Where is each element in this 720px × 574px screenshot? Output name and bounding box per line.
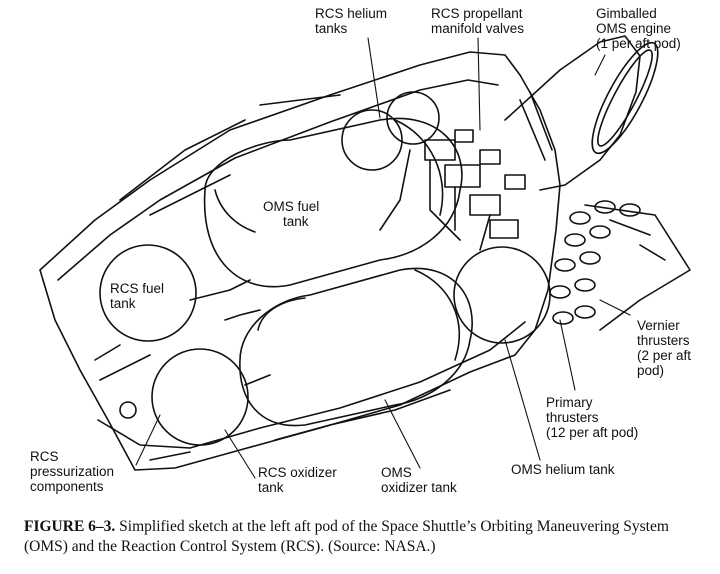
figure-caption: FIGURE 6–3. Simplified sketch at the lef… — [24, 517, 714, 557]
label-line: manifold valves — [431, 21, 525, 36]
label-line: (2 per aft — [637, 348, 692, 363]
label-line: (1 per aft pod) — [596, 36, 681, 51]
oms-fuel-tank — [205, 118, 462, 286]
label-line: OMS helium tank — [511, 462, 615, 477]
label-line: RCS fuel — [110, 281, 165, 296]
label-line: RCS helium — [315, 6, 388, 21]
label-line: thrusters — [637, 333, 690, 348]
figure-number: FIGURE 6–3. — [24, 518, 116, 535]
label-oms-oxidizer-tank: OMS oxidizer tank — [381, 465, 457, 495]
label-rcs-fuel-tank: RCS fuel tank — [110, 281, 164, 311]
label-gimballed-oms-engine: Gimballed OMS engine (1 per aft pod) — [596, 6, 681, 51]
label-oms-fuel-tank: OMS fuel tank — [263, 199, 319, 229]
label-line: tanks — [315, 21, 348, 36]
label-oms-helium-tank: OMS helium tank — [511, 462, 615, 477]
label-line: (12 per aft pod) — [546, 425, 639, 440]
manifold-valves — [380, 130, 525, 250]
oms-helium-tank — [454, 247, 550, 343]
label-line: Gimballed — [596, 6, 657, 21]
label-line: Vernier — [637, 318, 680, 333]
plumbing — [95, 95, 450, 460]
label-line: tank — [258, 480, 284, 495]
label-line: thrusters — [546, 410, 599, 425]
label-line: tank — [110, 296, 136, 311]
label-vernier-thrusters: Vernier thrusters (2 per aft pod) — [637, 318, 691, 378]
label-rcs-propellant-manifold: RCS propellant manifold valves — [431, 6, 524, 36]
label-line: pressurization — [30, 464, 115, 479]
rcs-helium-tanks — [342, 92, 439, 170]
label-rcs-pressurization: RCS pressurization components — [30, 449, 114, 494]
label-rcs-helium-tanks: RCS helium tanks — [315, 6, 387, 36]
rcs-fuel-tank — [100, 245, 250, 341]
oms-engine-nozzle — [505, 35, 669, 190]
label-primary-thrusters: Primary thrusters (12 per aft pod) — [546, 395, 638, 440]
oms-oxidizer-tank — [240, 268, 472, 425]
caption-text: Simplified sketch at the left aft pod of… — [24, 518, 669, 555]
label-line: Primary — [546, 395, 593, 410]
label-line: OMS — [381, 465, 412, 480]
label-line: OMS fuel — [263, 199, 320, 214]
label-line: tank — [283, 214, 309, 229]
leader-lines — [136, 38, 630, 478]
label-line: pod) — [637, 363, 665, 378]
thrusters — [550, 201, 690, 330]
label-line: OMS engine — [596, 21, 672, 36]
rcs-oxidizer-tank — [152, 349, 270, 445]
oms-rcs-pod-diagram — [0, 0, 720, 510]
label-line: RCS — [30, 449, 59, 464]
label-line: components — [30, 479, 104, 494]
pod-shell — [40, 52, 560, 470]
label-line: RCS propellant — [431, 6, 523, 21]
label-rcs-oxidizer-tank: RCS oxidizer tank — [258, 465, 337, 495]
label-line: RCS oxidizer — [258, 465, 337, 480]
label-line: oxidizer tank — [381, 480, 457, 495]
